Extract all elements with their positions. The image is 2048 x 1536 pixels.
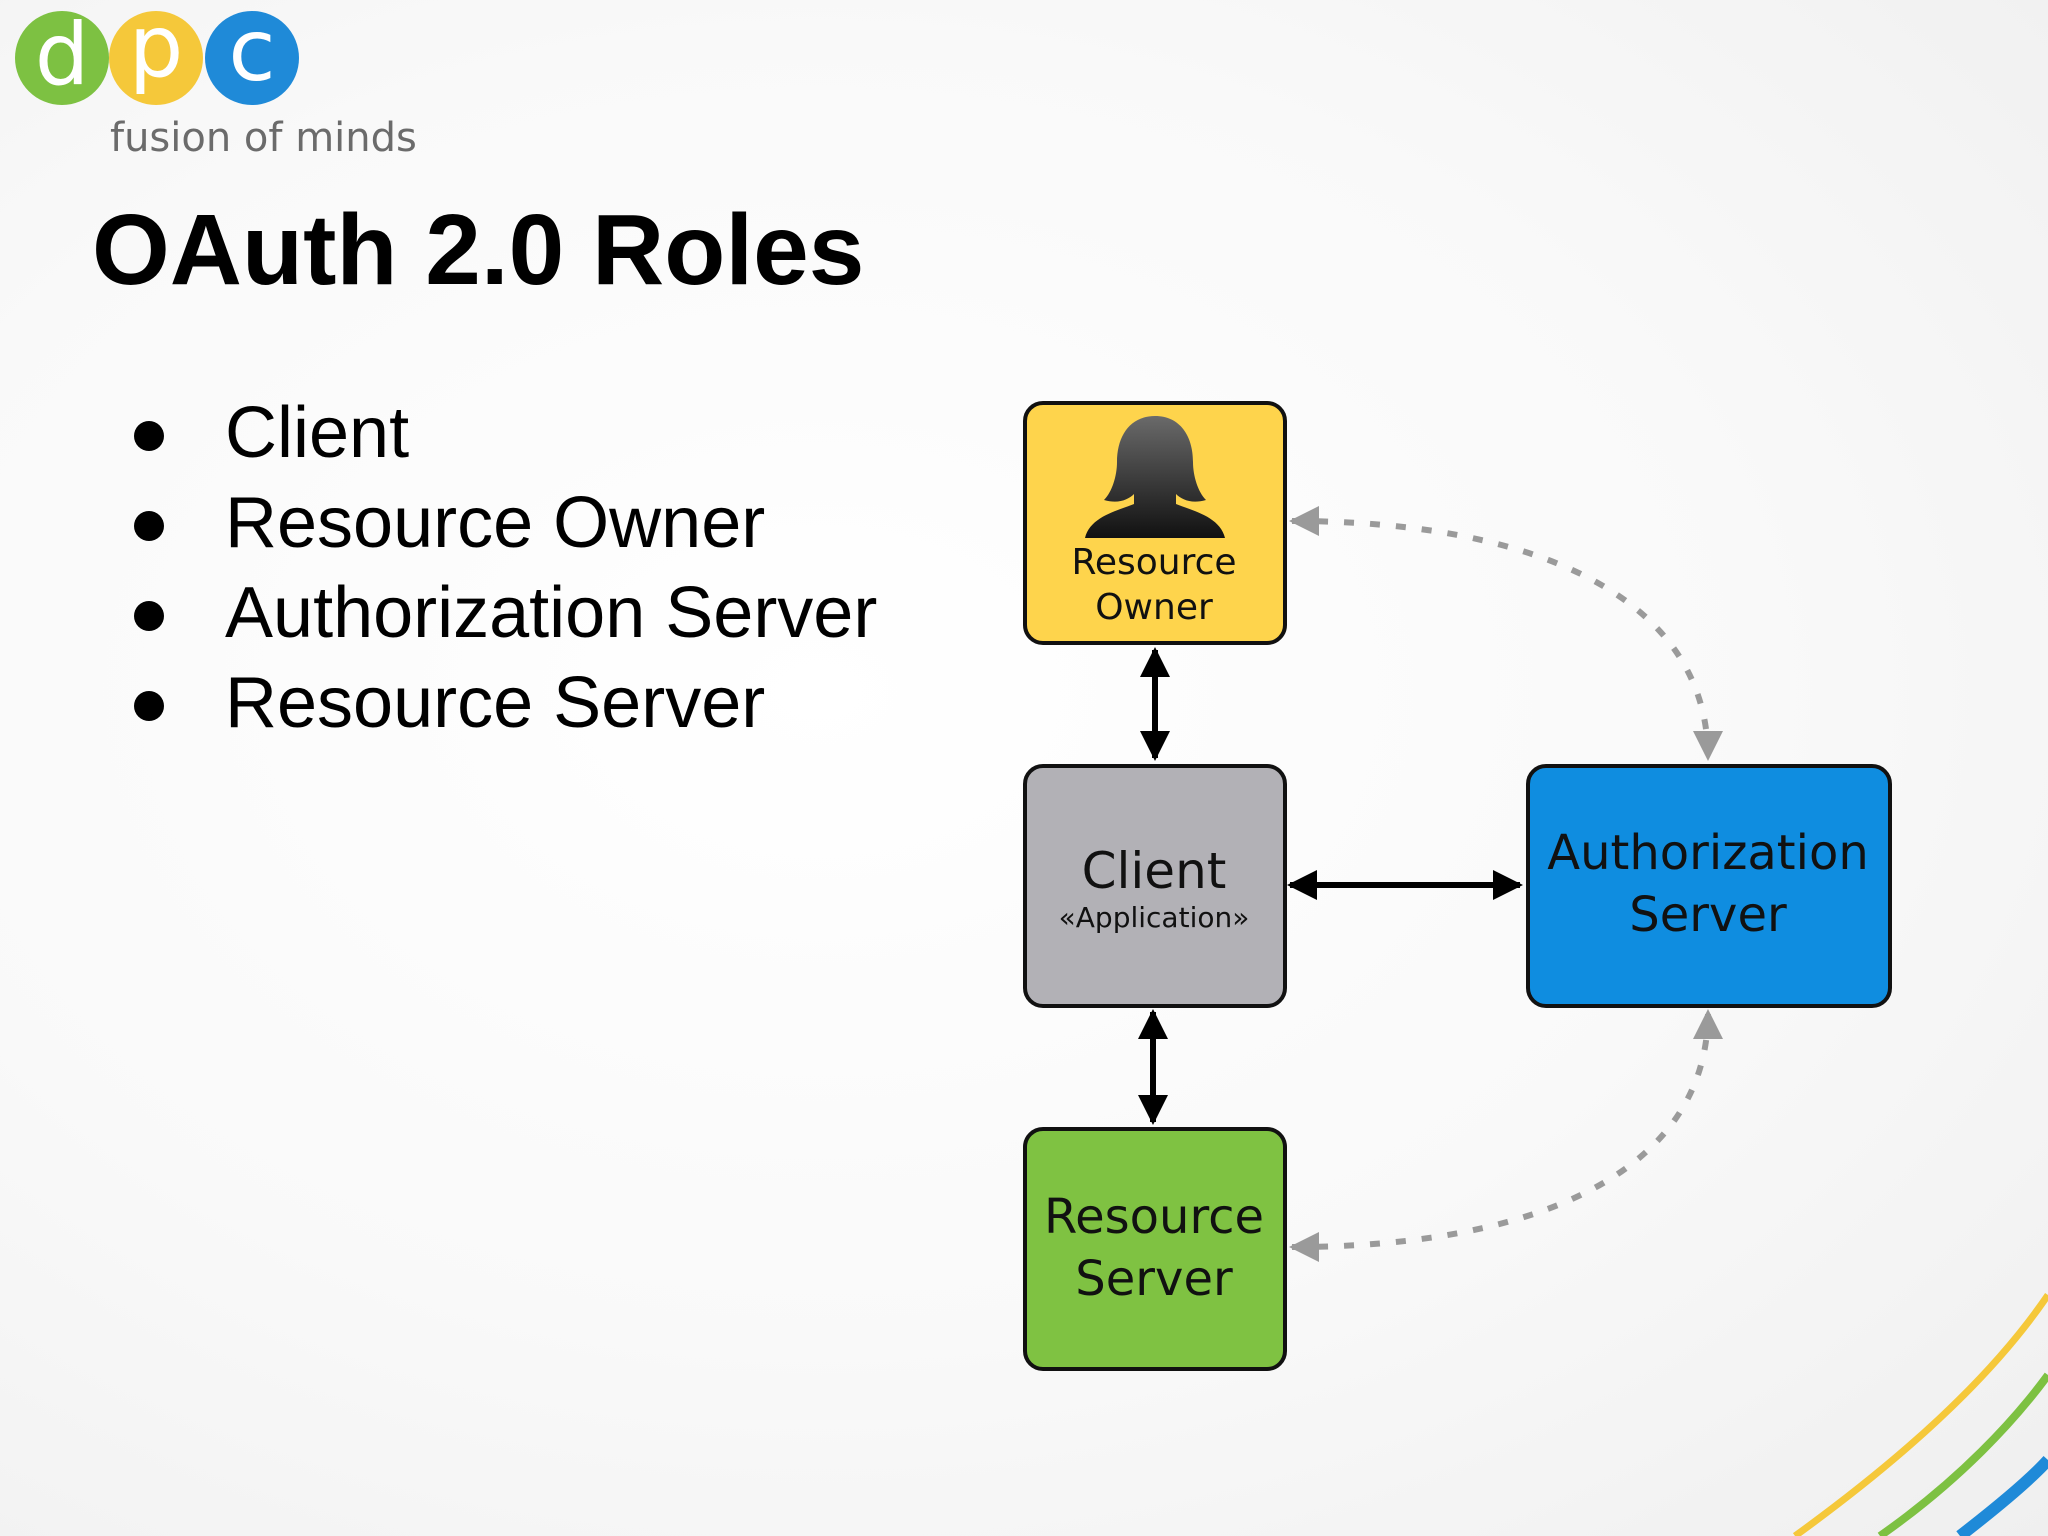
bullet-dot-icon bbox=[134, 421, 164, 451]
authorization-server-box bbox=[1526, 764, 1892, 1008]
bullet-text: Resource Owner bbox=[225, 483, 766, 563]
logo-circle-p bbox=[109, 11, 203, 105]
authorization-server-label: Authorization Server bbox=[1526, 822, 1890, 947]
decorative-swooshes bbox=[1792, 1293, 2048, 1536]
swoosh-green bbox=[1877, 1372, 2048, 1536]
resource-owner-label-line2: Owner bbox=[1095, 587, 1213, 628]
resource-owner-label-line1: Resource bbox=[1071, 542, 1237, 583]
resource-owner-label: Resource Owner bbox=[1024, 540, 1284, 630]
logo-letter-c: c bbox=[228, 1, 275, 101]
logo-letter-p: p bbox=[129, 0, 184, 97]
client-sublabel: «Application» bbox=[1058, 901, 1250, 934]
bullet-text: Resource Server bbox=[225, 663, 766, 743]
dpc-logo: d p c bbox=[15, 0, 299, 105]
bullet-text: Client bbox=[225, 393, 410, 473]
bullet-text: Authorization Server bbox=[225, 573, 878, 653]
logo-letter-d: d bbox=[35, 5, 90, 105]
slide-title: OAuth 2.0 Roles bbox=[92, 194, 865, 306]
swoosh-blue bbox=[1956, 1455, 2048, 1536]
person-silhouette-icon bbox=[1085, 416, 1225, 538]
bullet-dot-icon bbox=[134, 601, 164, 631]
swoosh-yellow bbox=[1792, 1293, 2048, 1536]
resource-server-label: Resource Server bbox=[1024, 1186, 1284, 1311]
dashed-arrow-resource-to-auth bbox=[1289, 1009, 1723, 1262]
resource-server-box bbox=[1023, 1127, 1287, 1371]
logo-circle-d bbox=[15, 11, 109, 105]
bullet-dot-icon bbox=[134, 511, 164, 541]
resource-server-label-line2: Server bbox=[1075, 1251, 1233, 1308]
logo-tagline: fusion of minds bbox=[110, 115, 417, 161]
client-label: Client bbox=[1081, 842, 1227, 900]
resource-server-label-line1: Resource bbox=[1043, 1189, 1265, 1245]
authorization-server-label-line1: Authorization bbox=[1547, 825, 1869, 881]
client-box bbox=[1023, 764, 1287, 1008]
authorization-server-label-line2: Server bbox=[1629, 887, 1787, 944]
dashed-arrow-owner-to-auth bbox=[1289, 506, 1723, 761]
bullet-dot-icon bbox=[134, 691, 164, 721]
logo-circle-c bbox=[205, 11, 299, 105]
